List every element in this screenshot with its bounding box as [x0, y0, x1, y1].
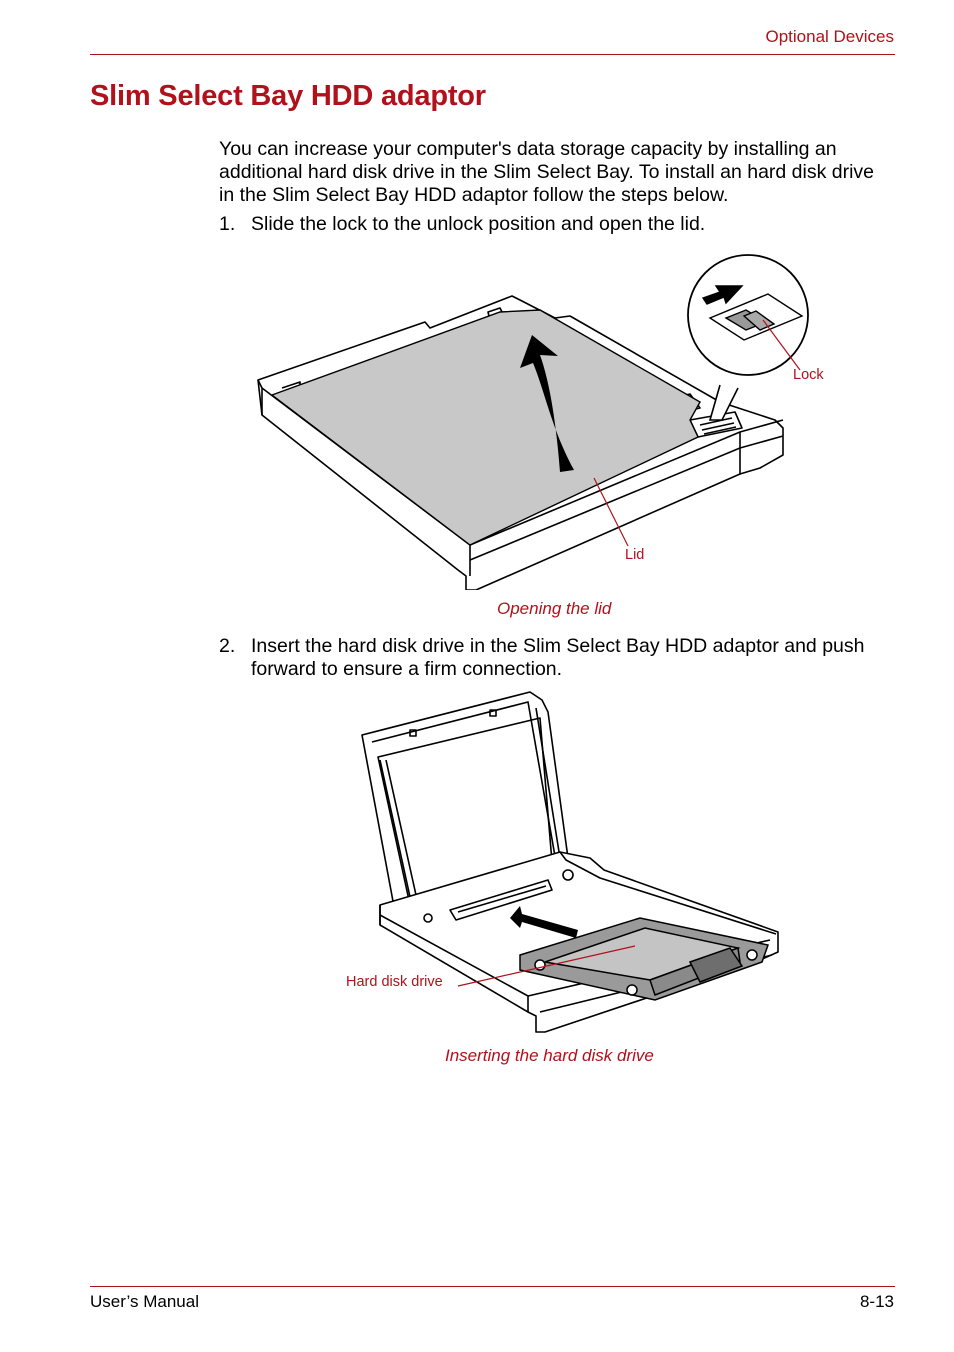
footer-rule — [90, 1286, 895, 1287]
callout-lock: Lock — [793, 367, 824, 383]
inserting-hdd-illustration — [361, 691, 779, 1033]
step-2-number: 2. — [219, 635, 236, 657]
callout-hard-disk-drive: Hard disk drive — [346, 974, 443, 990]
hard-disk-drive — [519, 917, 769, 1001]
footer-manual-title: User’s Manual — [90, 1292, 199, 1311]
figure-2-caption: Inserting the hard disk drive — [445, 1046, 654, 1065]
opening-lid-illustration — [257, 254, 809, 590]
running-header: Optional Devices — [765, 27, 894, 46]
callout-lid: Lid — [625, 547, 645, 563]
step-1-number: 1. — [219, 213, 236, 235]
header-rule — [90, 54, 895, 55]
lid-panel — [270, 309, 701, 546]
lift-arrow-icon — [520, 335, 574, 472]
push-arrow-icon — [510, 906, 578, 938]
intro-paragraph: You can increase your computer's data st… — [219, 138, 875, 206]
footer-page-number: 8-13 — [859, 1292, 894, 1311]
step-2-text: Insert the hard disk drive in the Slim S… — [251, 635, 865, 680]
page-title: Slim Select Bay HDD adaptor — [90, 80, 486, 112]
step-1-text: Slide the lock to the unlock position an… — [251, 213, 706, 235]
figure-1-caption: Opening the lid — [497, 599, 612, 618]
